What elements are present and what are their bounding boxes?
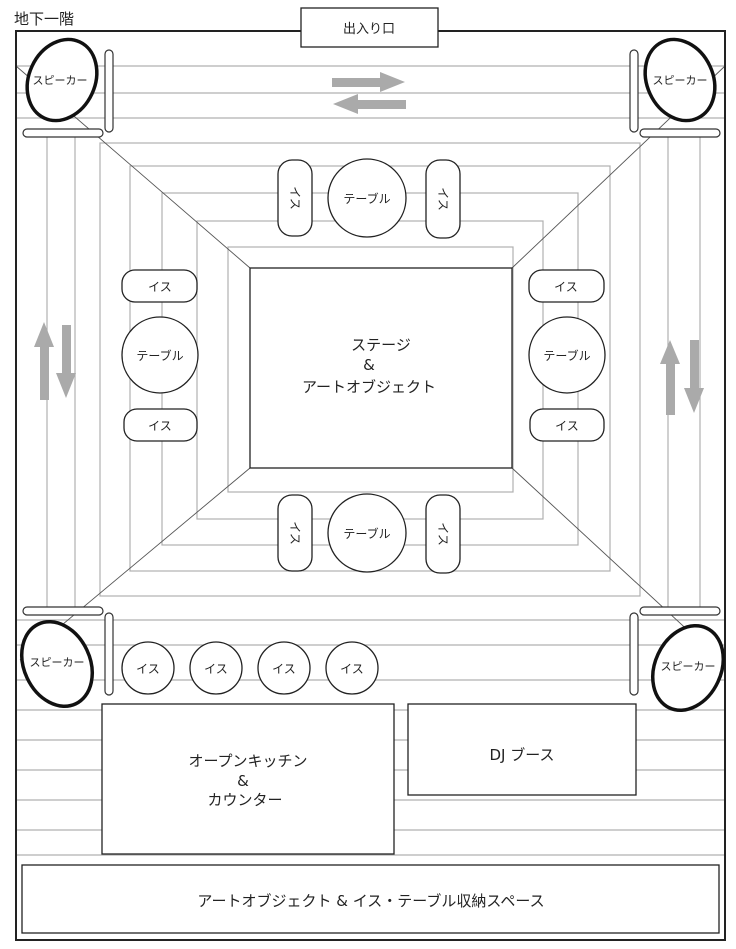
- svg-text:イス: イス: [340, 662, 364, 676]
- svg-text:イス: イス: [436, 522, 450, 546]
- svg-text:イス: イス: [288, 186, 302, 210]
- chair[interactable]: イス: [257, 641, 311, 695]
- svg-text:イス: イス: [555, 419, 579, 433]
- speaker-top-left[interactable]: スピーカー: [14, 28, 109, 132]
- table-top[interactable]: テーブル: [327, 158, 407, 238]
- svg-text:&: &: [363, 356, 375, 374]
- open-kitchen-counter[interactable]: オープンキッチン & カウンター: [101, 703, 395, 855]
- svg-text:イス: イス: [148, 419, 172, 433]
- stage[interactable]: ステージ & アートオブジェクト: [249, 267, 513, 469]
- svg-text:テーブル: テーブル: [136, 348, 183, 363]
- table-right[interactable]: テーブル: [528, 316, 606, 394]
- speaker-top-right[interactable]: スピーカー: [632, 28, 727, 132]
- svg-text:イス: イス: [204, 662, 228, 676]
- svg-text:ステージ: ステージ: [351, 336, 411, 354]
- svg-text:イス: イス: [436, 187, 450, 211]
- svg-text:イス: イス: [272, 662, 296, 676]
- svg-text:アートオブジェクト: アートオブジェクト: [302, 378, 436, 396]
- svg-text:スピーカー: スピーカー: [30, 656, 85, 669]
- svg-text:イス: イス: [554, 280, 578, 294]
- chair[interactable]: イス: [425, 494, 461, 574]
- svg-text:スピーカー: スピーカー: [653, 74, 708, 87]
- entrance[interactable]: 出入り口: [300, 7, 439, 48]
- chair[interactable]: イス: [529, 408, 605, 442]
- speaker-bottom-right[interactable]: スピーカー: [639, 614, 736, 722]
- chair[interactable]: イス: [189, 641, 243, 695]
- svg-text:テーブル: テーブル: [343, 191, 390, 206]
- table-bottom[interactable]: テーブル: [327, 493, 407, 573]
- svg-text:&: &: [237, 772, 249, 790]
- two-way-arrow-right: [660, 340, 704, 415]
- svg-text:アートオブジェクト & イス・テーブル収納スペース: アートオブジェクト & イス・テーブル収納スペース: [197, 892, 544, 910]
- speaker-bottom-left[interactable]: スピーカー: [8, 610, 105, 718]
- two-way-arrow-left: [34, 322, 76, 400]
- table-left[interactable]: テーブル: [121, 316, 199, 394]
- svg-text:イス: イス: [148, 280, 172, 294]
- chair[interactable]: イス: [123, 408, 198, 442]
- svg-text:DJ ブース: DJ ブース: [490, 746, 555, 764]
- svg-text:テーブル: テーブル: [543, 348, 590, 363]
- chair[interactable]: イス: [425, 159, 461, 239]
- floor-title: 地下一階: [14, 10, 74, 28]
- svg-text:カウンター: カウンター: [207, 791, 282, 809]
- speaker-stands: [22, 49, 721, 696]
- chair[interactable]: イス: [121, 641, 175, 695]
- chair[interactable]: イス: [528, 269, 605, 303]
- chair[interactable]: イス: [277, 494, 313, 572]
- storage-space[interactable]: アートオブジェクト & イス・テーブル収納スペース: [21, 864, 720, 934]
- dj-booth[interactable]: DJ ブース: [407, 703, 637, 796]
- svg-text:オープンキッチン: オープンキッチン: [188, 752, 307, 770]
- svg-text:イス: イス: [136, 662, 160, 676]
- chair[interactable]: イス: [121, 269, 198, 303]
- svg-text:スピーカー: スピーカー: [33, 74, 88, 87]
- two-way-arrow-top: [332, 72, 406, 114]
- svg-text:テーブル: テーブル: [343, 526, 390, 541]
- chair[interactable]: イス: [277, 159, 313, 237]
- svg-text:イス: イス: [288, 521, 302, 545]
- svg-text:スピーカー: スピーカー: [661, 660, 716, 673]
- svg-text:出入り口: 出入り口: [343, 22, 395, 37]
- chair[interactable]: イス: [325, 641, 379, 695]
